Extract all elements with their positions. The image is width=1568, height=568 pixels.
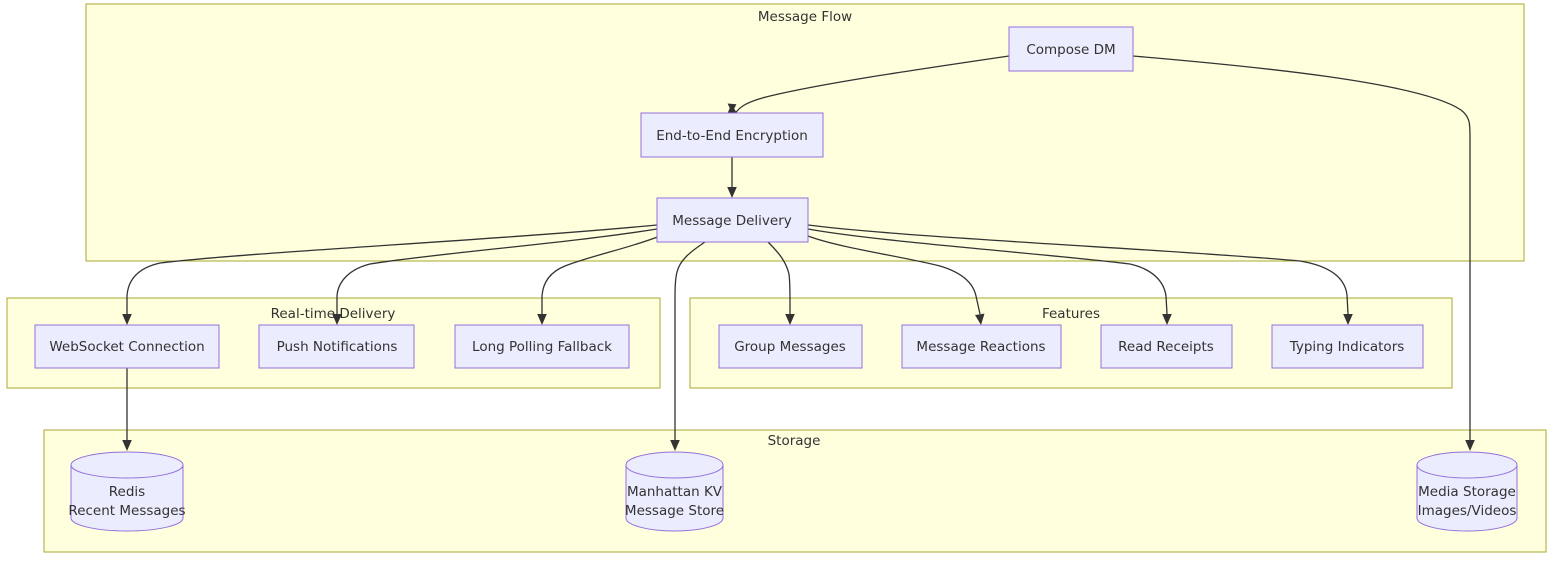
node-group-messages[interactable]: Group Messages bbox=[718, 324, 863, 369]
cluster-features-label: Features bbox=[1042, 306, 1100, 322]
node-typing-indicators-label: Typing Indicators bbox=[1289, 339, 1405, 355]
node-long-polling-fallback[interactable]: Long Polling Fallback bbox=[454, 324, 630, 369]
edge-websocket-connection-to-redis bbox=[122, 368, 132, 451]
edge-message-delivery-to-manhattan-kv bbox=[670, 241, 706, 451]
node-redis-cylinder-top[interactable] bbox=[70, 451, 184, 479]
node-push-notifications[interactable]: Push Notifications bbox=[258, 324, 415, 369]
node-websocket-connection-label: WebSocket Connection bbox=[49, 339, 204, 355]
node-long-polling-fallback-rect[interactable] bbox=[454, 324, 630, 369]
node-message-delivery-rect[interactable] bbox=[656, 197, 809, 243]
node-compose-dm-rect[interactable] bbox=[1008, 26, 1134, 72]
node-manhattan-kv-cylinder-top[interactable] bbox=[625, 451, 724, 479]
cluster-storage-rect bbox=[43, 429, 1547, 553]
node-message-delivery-label: Message Delivery bbox=[672, 213, 792, 229]
edge-message-delivery-to-typing-indicators bbox=[807, 224, 1353, 325]
edge-message-delivery-to-group-messages bbox=[767, 241, 795, 325]
node-group-messages-label: Group Messages bbox=[734, 339, 846, 355]
node-media-storage-label-line1: Media Storage bbox=[1418, 484, 1516, 500]
node-media-storage-cylinder-body[interactable] bbox=[1416, 464, 1518, 532]
node-manhattan-kv[interactable]: Manhattan KV Message Store bbox=[625, 451, 724, 532]
edge-message-delivery-to-long-polling-fallback bbox=[537, 235, 661, 325]
node-redis-label-line2: Recent Messages bbox=[68, 503, 185, 519]
node-message-reactions-rect[interactable] bbox=[901, 324, 1062, 369]
node-media-storage-label-line2: Images/Videos bbox=[1418, 503, 1517, 519]
node-websocket-connection-rect[interactable] bbox=[34, 324, 220, 369]
node-websocket-connection[interactable]: WebSocket Connection bbox=[34, 324, 220, 369]
node-long-polling-fallback-label: Long Polling Fallback bbox=[472, 339, 612, 355]
node-redis[interactable]: Redis Recent Messages bbox=[68, 451, 186, 532]
node-manhattan-kv-label-line2: Message Store bbox=[625, 503, 724, 519]
edge-compose-dm-to-end-to-end-encryption bbox=[727, 55, 1010, 121]
edges-layer bbox=[122, 55, 1475, 451]
edge-message-delivery-to-websocket-connection bbox=[122, 224, 658, 325]
edge-message-delivery-to-read-receipts bbox=[807, 228, 1172, 325]
node-redis-label-line1: Redis bbox=[109, 484, 145, 500]
node-typing-indicators-rect[interactable] bbox=[1271, 324, 1424, 369]
node-end-to-end-encryption[interactable]: End-to-End Encryption bbox=[640, 112, 824, 158]
cluster-storage-label: Storage bbox=[768, 433, 821, 449]
node-typing-indicators[interactable]: Typing Indicators bbox=[1271, 324, 1424, 369]
node-compose-dm-label: Compose DM bbox=[1026, 42, 1115, 58]
node-media-storage-cylinder-top[interactable] bbox=[1416, 451, 1518, 479]
node-push-notifications-label: Push Notifications bbox=[277, 339, 398, 355]
edge-compose-dm-to-media-storage bbox=[1132, 55, 1475, 451]
edge-message-delivery-to-push-notifications bbox=[332, 228, 658, 325]
node-read-receipts-rect[interactable] bbox=[1100, 324, 1233, 369]
node-read-receipts-label: Read Receipts bbox=[1118, 339, 1214, 355]
cluster-storage: Storage bbox=[43, 429, 1547, 553]
node-push-notifications-rect[interactable] bbox=[258, 324, 415, 369]
node-compose-dm[interactable]: Compose DM bbox=[1008, 26, 1134, 72]
node-message-reactions[interactable]: Message Reactions bbox=[901, 324, 1062, 369]
node-redis-cylinder-body[interactable] bbox=[70, 464, 184, 532]
edge-message-delivery-to-message-reactions bbox=[807, 235, 985, 325]
node-message-delivery[interactable]: Message Delivery bbox=[656, 197, 809, 243]
node-end-to-end-encryption-rect[interactable] bbox=[640, 112, 824, 158]
edge-end-to-end-encryption-to-message-delivery bbox=[727, 157, 737, 198]
node-read-receipts[interactable]: Read Receipts bbox=[1100, 324, 1233, 369]
node-group-messages-rect[interactable] bbox=[718, 324, 863, 369]
cluster-message-flow-label: Message Flow bbox=[758, 9, 852, 25]
node-manhattan-kv-label-line1: Manhattan KV bbox=[627, 484, 723, 500]
node-manhattan-kv-cylinder-body[interactable] bbox=[625, 464, 724, 532]
node-media-storage[interactable]: Media Storage Images/Videos bbox=[1416, 451, 1518, 532]
node-end-to-end-encryption-label: End-to-End Encryption bbox=[656, 128, 808, 144]
node-message-reactions-label: Message Reactions bbox=[916, 339, 1045, 355]
